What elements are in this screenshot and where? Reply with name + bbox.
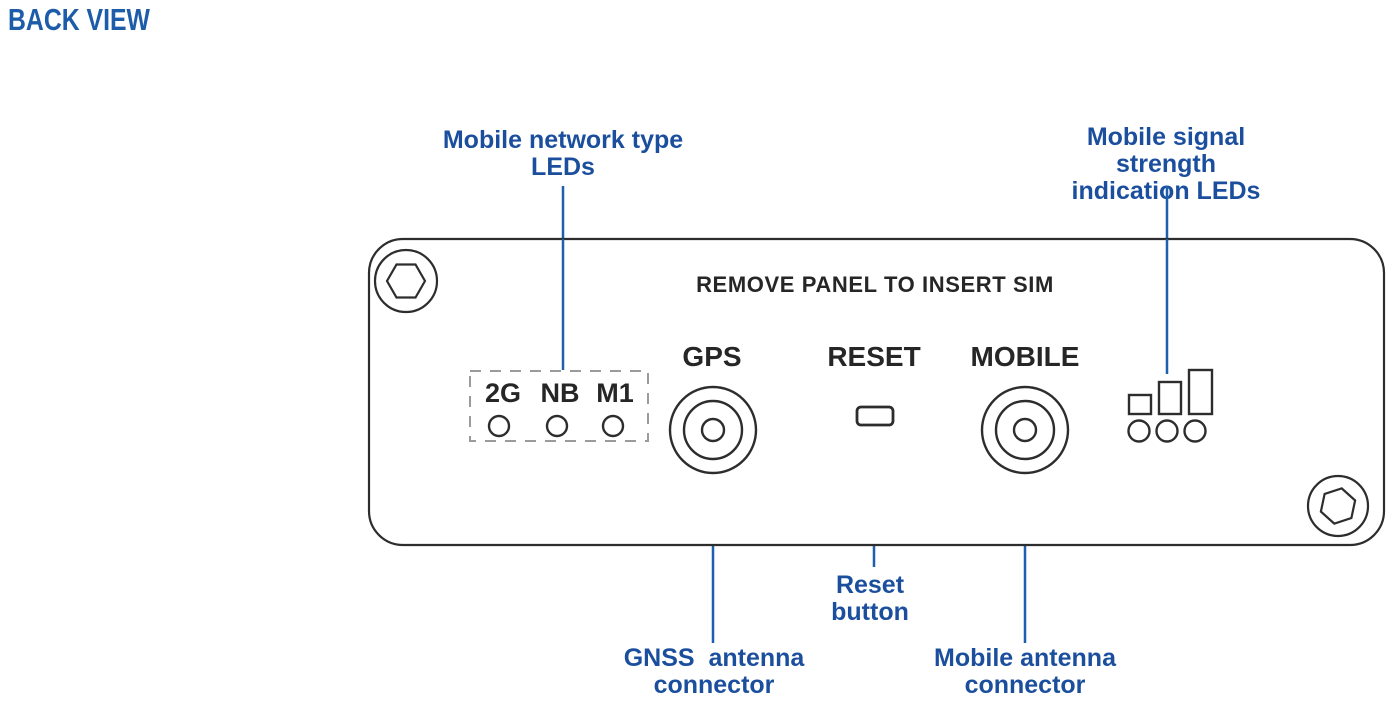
callout-gnss-antenna-connector: GNSS antenna connector — [623, 644, 805, 699]
network-led-2g — [487, 414, 511, 438]
network-led-label-nb: NB — [540, 378, 580, 408]
gps-connector-label: GPS — [682, 341, 742, 372]
signal-led-2 — [1155, 419, 1179, 443]
mobile-antenna-connector — [980, 385, 1070, 475]
signal-led-1 — [1127, 419, 1151, 443]
callout-mobile-antenna-connector: Mobile antenna connector — [934, 644, 1116, 699]
callout-reset-button: Reset button — [831, 571, 909, 626]
callout-signal-strength-leds: Mobile signal strength indication LEDs — [1071, 123, 1261, 205]
reset-button-hole — [855, 405, 895, 427]
network-led-m1 — [601, 414, 625, 438]
page-title: BACK VIEW — [8, 2, 150, 37]
reset-label: RESET — [827, 341, 921, 372]
network-led-label-2g: 2G — [484, 378, 522, 408]
signal-strength-leds — [1127, 368, 1214, 443]
network-leds-box — [469, 370, 649, 442]
screw-icon-top-left — [373, 248, 439, 314]
gnss-antenna-connector — [668, 385, 758, 475]
signal-led-3 — [1183, 419, 1207, 443]
sim-notice-label: REMOVE PANEL TO INSERT SIM — [696, 272, 1054, 297]
network-led-label-m1: M1 — [596, 378, 634, 408]
callout-network-type-leds: Mobile network type LEDs — [442, 126, 684, 181]
signal-bar-mid — [1157, 380, 1183, 416]
signal-bar-high — [1187, 368, 1214, 416]
mobile-connector-label: MOBILE — [970, 341, 1080, 372]
panel-outline — [367, 237, 1386, 547]
screw-icon-bottom-right — [1306, 474, 1370, 538]
network-led-nb — [545, 414, 569, 438]
signal-bar-low — [1127, 393, 1153, 416]
